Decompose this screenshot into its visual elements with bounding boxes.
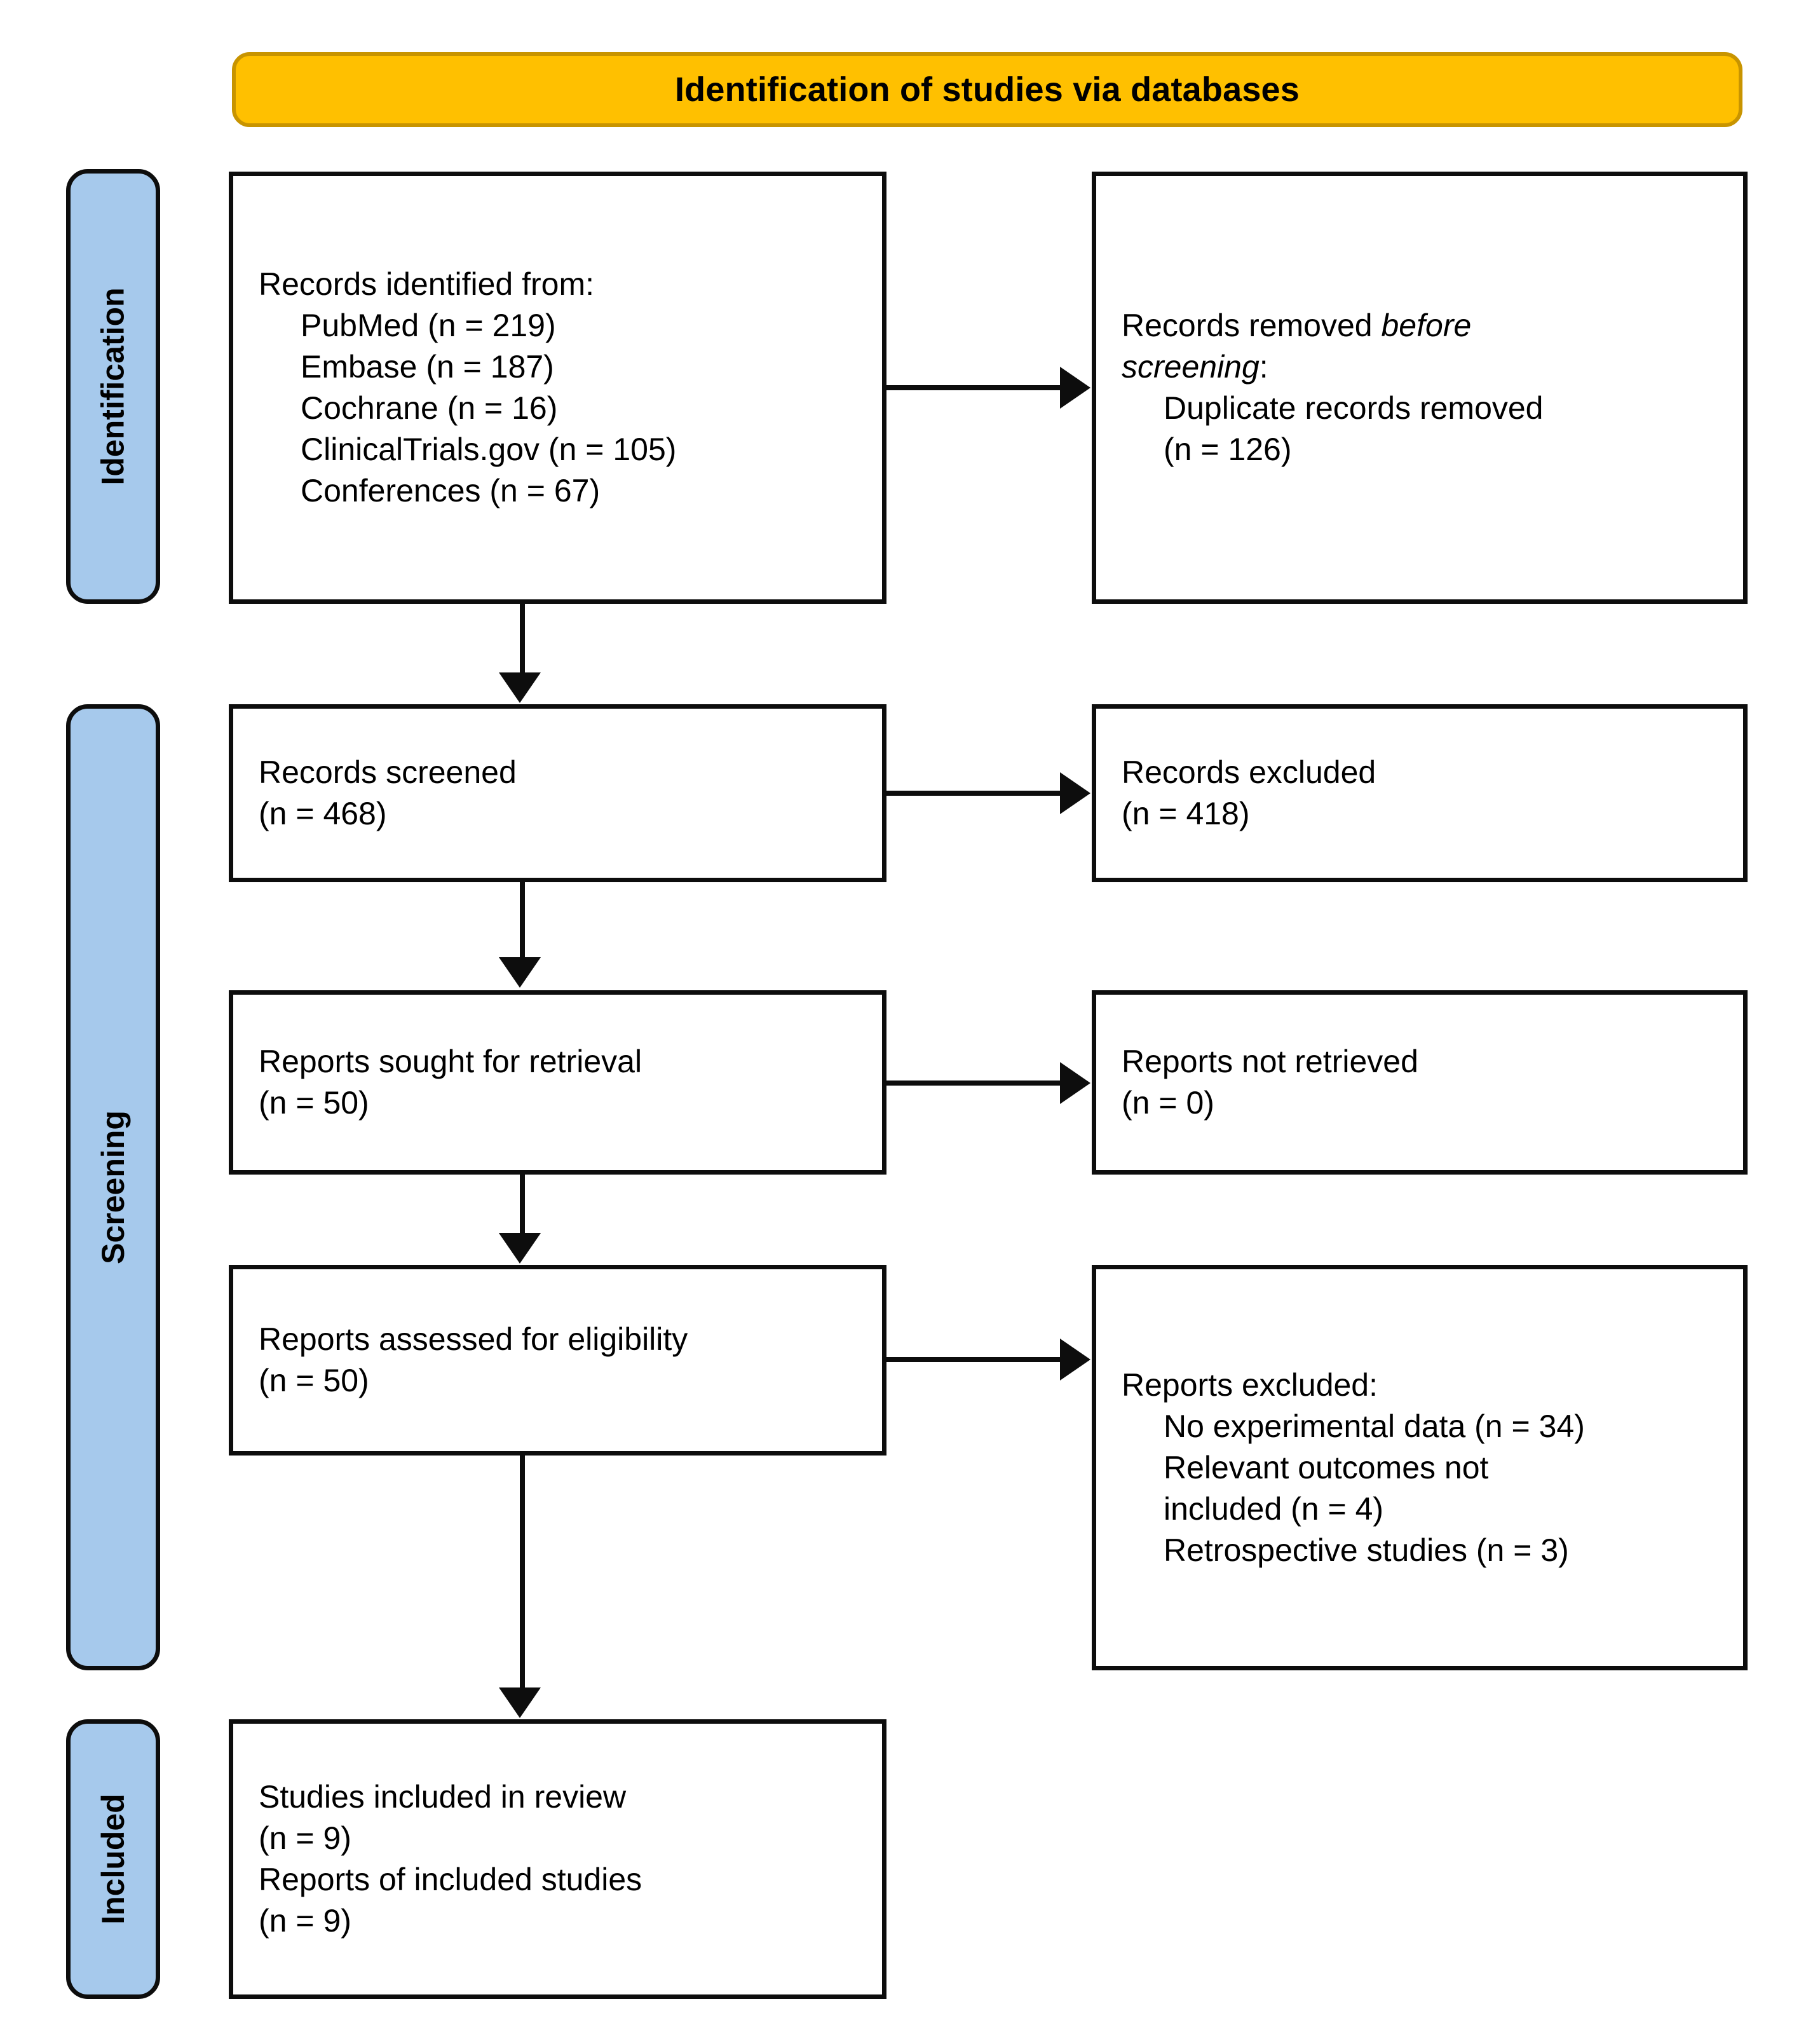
box-line: included (n = 4) — [1164, 1490, 1384, 1527]
phase-banner-identification: Identification of studies via databases — [232, 52, 1742, 127]
box-line: Embase (n = 187) — [301, 349, 554, 385]
box-reports-assessed-for-eligibility: Reports assessed for eligibility (n = 50… — [229, 1265, 886, 1456]
box-line: (n = 9) — [259, 1903, 351, 1939]
box-line-emphasis: screening — [1122, 349, 1260, 385]
arrow-down-icon — [499, 672, 541, 703]
box-line: (n = 50) — [259, 1085, 369, 1121]
box-line: Records removed before — [1122, 305, 1718, 346]
box-line: Reports excluded: — [1122, 1367, 1378, 1403]
box-line: screening: — [1122, 346, 1718, 388]
box-records-screened: Records screened (n = 468) — [229, 704, 886, 882]
arrow-right-icon — [1060, 367, 1090, 409]
box-line: PubMed (n = 219) — [301, 308, 556, 343]
box-line: Cochrane (n = 16) — [301, 390, 558, 426]
box-line: (n = 50) — [259, 1363, 369, 1398]
connector-assessed-to-included — [520, 1456, 525, 1689]
box-reports-excluded: Reports excluded: No experimental data (… — [1092, 1265, 1748, 1670]
box-studies-included-in-review: Studies included in review (n = 9) Repor… — [229, 1719, 886, 1999]
box-line: (n = 9) — [259, 1820, 351, 1856]
connector-identified-to-screened — [520, 604, 525, 674]
arrow-right-icon — [1060, 1339, 1090, 1381]
box-line: Reports sought for retrieval — [259, 1044, 642, 1079]
arrow-right-icon — [1060, 1062, 1090, 1104]
connector-assessed-to-excluded-reports — [886, 1357, 1061, 1362]
box-records-removed-before-screening: Records removed before screening: Duplic… — [1092, 172, 1748, 604]
box-line: Retrospective studies (n = 3) — [1164, 1532, 1569, 1568]
connector-sought-to-assessed — [520, 1175, 525, 1234]
box-line: ClinicalTrials.gov (n = 105) — [301, 432, 677, 467]
stage-tab-included: Included — [66, 1719, 160, 1999]
box-records-identified: Records identified from: PubMed (n = 219… — [229, 172, 886, 604]
stage-tab-identification-label: Identification — [95, 287, 132, 486]
box-line: (n = 468) — [259, 796, 387, 831]
box-line: Records screened — [259, 754, 517, 790]
box-reports-not-retrieved: Reports not retrieved (n = 0) — [1092, 990, 1748, 1175]
box-line: Reports of included studies — [259, 1862, 642, 1897]
phase-banner-label: Identification of studies via databases — [674, 71, 1300, 109]
box-line: Studies included in review — [259, 1779, 627, 1815]
box-records-excluded: Records excluded (n = 418) — [1092, 704, 1748, 882]
box-reports-sought-for-retrieval: Reports sought for retrieval (n = 50) — [229, 990, 886, 1175]
box-line: Records excluded — [1122, 754, 1376, 790]
box-line: Duplicate records removed — [1164, 390, 1544, 426]
box-line: (n = 126) — [1164, 432, 1292, 467]
box-line: Records identified from: — [259, 266, 595, 302]
arrow-down-icon — [499, 957, 541, 988]
box-line: (n = 418) — [1122, 796, 1250, 831]
box-line: Relevant outcomes not — [1164, 1449, 1489, 1485]
stage-tab-screening-label: Screening — [95, 1110, 131, 1264]
box-line: Conferences (n = 67) — [301, 473, 601, 508]
stage-tab-screening: Screening — [66, 704, 160, 1670]
connector-sought-to-not-retrieved — [886, 1081, 1061, 1086]
box-line-emphasis: before — [1381, 308, 1472, 343]
box-line-text: Records removed — [1122, 308, 1382, 343]
connector-screened-to-sought — [520, 882, 525, 958]
connector-screened-to-excluded — [886, 791, 1061, 796]
box-line: No experimental data (n = 34) — [1164, 1408, 1585, 1444]
arrow-down-icon — [499, 1687, 541, 1718]
box-line: Reports assessed for eligibility — [259, 1321, 688, 1357]
stage-tab-identification: Identification — [66, 169, 160, 604]
arrow-right-icon — [1060, 772, 1090, 814]
stage-tab-included-label: Included — [95, 1794, 132, 1925]
connector-identified-to-removed — [886, 385, 1061, 390]
arrow-down-icon — [499, 1233, 541, 1264]
box-line: (n = 0) — [1122, 1085, 1214, 1121]
box-line-text: : — [1259, 349, 1268, 385]
box-line: Reports not retrieved — [1122, 1044, 1418, 1079]
